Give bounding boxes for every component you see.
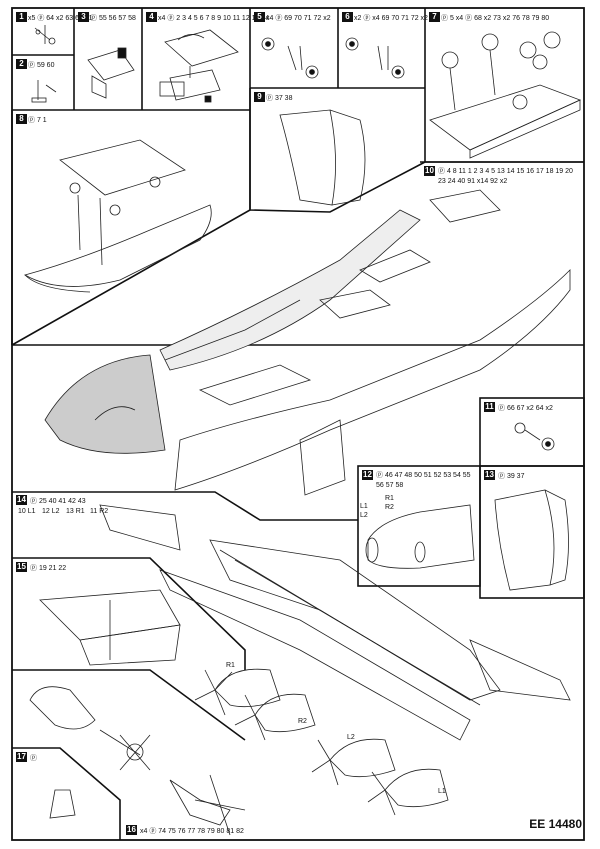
step-10-number: 10	[424, 166, 435, 176]
step-4-parts: x4 ⓟ 2 3 4 5 6 7 8 9 10 11 12 13 14	[158, 15, 270, 22]
step-16-number: 16	[126, 825, 137, 835]
step12-drawing	[365, 504, 475, 569]
step-16-parts: x4 ⓟ 74 75 76 77 78 79 80 81 82	[140, 828, 244, 835]
step4-drawing	[159, 29, 239, 103]
step-15-number: 15	[16, 562, 27, 572]
step-11-parts: ⓟ 66 67 x2 64 x2	[498, 405, 553, 412]
step-13-parts: ⓟ 39 37	[498, 473, 525, 480]
step5-drawing	[261, 37, 319, 79]
step-7-number: 7	[429, 12, 440, 22]
step-17-parts: ⓟ	[30, 755, 37, 762]
step1-drawing	[34, 25, 56, 45]
step-2-parts: ⓟ 59 60	[28, 62, 55, 69]
step6-drawing	[345, 37, 405, 79]
engine-label-r2: R2	[298, 718, 307, 725]
step-4-number: 4	[146, 12, 157, 22]
step-6-parts: x2 ⓟ x4 69 70 71 72 x2	[354, 15, 428, 22]
step-11-number: 11	[484, 402, 495, 412]
step-8-number: 8	[16, 114, 27, 124]
step-5-number: 5	[254, 12, 265, 22]
step-8-parts: ⓟ 7 1	[28, 117, 47, 124]
engines-drawing	[194, 668, 449, 816]
step-1-number: 1	[16, 12, 27, 22]
step8-drawing	[23, 139, 212, 293]
engine-label-r1: R1	[226, 662, 235, 669]
step12-label-l2: L2	[360, 512, 368, 519]
step-14-sub-3: 13 R1	[66, 508, 85, 515]
step17-drawing	[49, 789, 76, 819]
step12-label-r2: R2	[385, 504, 394, 511]
step-15-parts: ⓟ 19 21 22	[30, 565, 67, 572]
step12-label-r1: R1	[385, 495, 394, 502]
step12-label-l1: L1	[360, 503, 368, 510]
step2-drawing	[31, 80, 57, 103]
step7-drawing	[429, 31, 582, 159]
step-13-number: 13	[484, 470, 495, 480]
step11-drawing	[514, 422, 555, 451]
step-14-parts: ⓟ 25 40 41 42 43	[30, 498, 86, 505]
step-9-number: 9	[254, 92, 265, 102]
step-14-sub-1: 10 L1	[18, 508, 36, 515]
step-14-sub-4: 11 R2	[90, 508, 109, 515]
step-14-sub-2: 12 L2	[42, 508, 60, 515]
step16-engine	[29, 686, 246, 836]
step-9-parts: ⓟ 37 38	[266, 95, 293, 102]
product-code: EE 14480	[529, 817, 582, 831]
step-14-number: 14	[16, 495, 27, 505]
step-5-parts: x4 ⓟ 69 70 71 72 x2	[266, 15, 331, 22]
step3-drawing	[87, 47, 135, 99]
engine-label-l1: L1	[438, 788, 446, 795]
step10-fuselage	[44, 189, 571, 496]
step-17-number: 17	[16, 752, 27, 762]
step-7-parts: ⓟ 5 x4 ⓟ 68 x2 73 x2 76 78 79 80	[441, 15, 550, 22]
engine-label-l2: L2	[347, 734, 355, 741]
step13-drawing	[494, 489, 569, 591]
step-3-parts: ⓟ 55 56 57 58	[90, 15, 136, 22]
step-2-number: 2	[16, 59, 27, 69]
step15-tailplane	[39, 589, 181, 666]
step14-wings	[99, 504, 571, 741]
step-3-number: 3	[78, 12, 89, 22]
step9-drawing	[279, 109, 366, 206]
step-6-number: 6	[342, 12, 353, 22]
step-12-number: 12	[362, 470, 373, 480]
step-12-parts: ⓟ 46 47 48 50 51 52 53 54 55 56 57 58	[376, 472, 471, 489]
step-1-parts: x5 ⓟ 64 x2 63 62 61	[28, 15, 93, 22]
step-10-parts: ⓟ 4 8 11 1 2 3 4 5 13 14 15 16 17 18 19 …	[438, 168, 573, 185]
